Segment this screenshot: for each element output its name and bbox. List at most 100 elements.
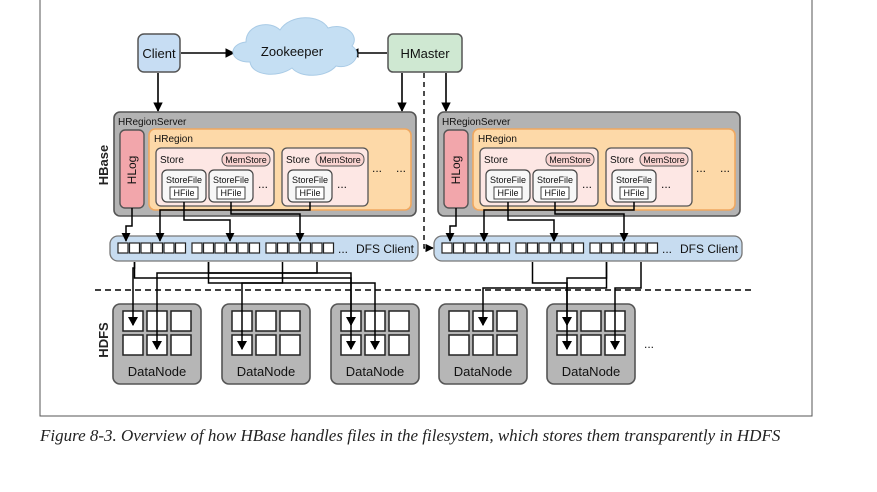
dfs-block [140, 242, 152, 254]
dfs-to-datanode-arrow [133, 262, 356, 350]
dfs-block [498, 242, 511, 254]
storefile-label: StoreFile [213, 175, 249, 185]
datanode-block [388, 334, 410, 356]
hlog-to-dfs-arrow [445, 208, 457, 242]
datanode-block [388, 310, 410, 332]
figure-caption: Figure 8-3. Overview of how HBase handle… [40, 426, 781, 445]
datanode-5: DataNode [546, 303, 636, 385]
datanode-block [580, 310, 602, 332]
dfs-block [163, 242, 175, 254]
dfs-client-2: ...DFS Client [433, 235, 743, 262]
storefile-label: StoreFile [292, 175, 328, 185]
zookeeper-label: Zookeeper [261, 44, 324, 59]
dfs-block [464, 242, 476, 254]
block-written-marker [610, 341, 620, 350]
hdfs-side-label: HDFS [96, 322, 111, 358]
storefile-label: StoreFile [537, 175, 573, 185]
dfs-block [288, 242, 300, 254]
block-written-marker [152, 341, 162, 350]
dfs-client-label: DFS Client [356, 242, 415, 256]
hfile-label: HFile [544, 188, 565, 198]
datanode-label: DataNode [454, 364, 513, 379]
dfs-client-box [433, 235, 743, 262]
hfile-box [295, 186, 325, 200]
datanode-label: DataNode [562, 364, 621, 379]
store-label: Store [610, 155, 634, 166]
dfs-block [475, 242, 488, 254]
block-written-marker [478, 317, 488, 326]
dfs-block [635, 242, 647, 254]
block-written-marker [562, 341, 572, 350]
dfs-block [452, 242, 465, 254]
hfile-label: HFile [220, 188, 241, 198]
hmaster-dfs-dashed-arrow [423, 73, 434, 253]
store-label: Store [160, 155, 184, 166]
datanode-block [448, 334, 470, 356]
dfs-block [526, 242, 539, 254]
datanode-block [496, 310, 518, 332]
dfs-block [538, 242, 550, 254]
dfs-to-datanode-arrow [610, 262, 642, 350]
dfs-block [646, 242, 659, 254]
dfs-block [214, 242, 226, 254]
datanode-block [279, 334, 301, 356]
memstore-label: MemStore [643, 155, 685, 165]
datanode-block [496, 334, 518, 356]
hmaster-label: HMaster [400, 46, 450, 61]
region-more: ... [396, 161, 406, 175]
dfs-block [515, 242, 527, 254]
dfs-block [561, 242, 573, 254]
dfs-block [322, 242, 335, 254]
datanode-label: DataNode [237, 364, 296, 379]
storefile-to-dfs-arrow [155, 202, 311, 242]
hregion-label: HRegion [154, 134, 193, 145]
store-more: ... [696, 161, 706, 175]
dfs-block [623, 242, 636, 254]
dfs-block [117, 242, 129, 254]
dfs-more: ... [338, 242, 348, 256]
figure-border [39, 0, 813, 417]
hlog-to-dfs-arrow [121, 208, 133, 242]
connector-lines [153, 48, 451, 253]
dfs-block [589, 242, 601, 254]
store-label: Store [484, 155, 508, 166]
datanode-block [122, 334, 144, 356]
dfs-block [151, 242, 164, 254]
dfs-block [191, 242, 203, 254]
hfile-box [216, 186, 246, 200]
storefile-more: ... [582, 177, 592, 191]
dfs-block [299, 242, 312, 254]
dfs-block [600, 242, 613, 254]
hfile-label: HFile [623, 188, 644, 198]
storefile-label: StoreFile [166, 175, 202, 185]
dfs-block [174, 242, 187, 254]
storefile-to-dfs-arrow [554, 202, 629, 242]
memstore-label: MemStore [549, 155, 591, 165]
dfs-block [311, 242, 323, 254]
dfs-to-datanode-arrow [531, 262, 572, 350]
zookeeper-cloud [232, 17, 358, 76]
storefile-to-dfs-arrow [507, 202, 559, 242]
storefile-label: StoreFile [490, 175, 526, 185]
hlog-label: HLog [125, 156, 139, 185]
hfile-label: HFile [497, 188, 518, 198]
dfs-block [572, 242, 585, 254]
dfs-client-label: DFS Client [680, 242, 739, 256]
hdfs-datanodes: DataNode DataNode DataNode DataNode DataNode… [112, 303, 654, 385]
datanode-label: DataNode [346, 364, 405, 379]
dfs-block [225, 242, 238, 254]
storefile-more: ... [258, 177, 268, 191]
datanode-label: DataNode [128, 364, 187, 379]
hfile-label: HFile [299, 188, 320, 198]
datanode-block [170, 310, 192, 332]
memstore-box [221, 152, 271, 167]
hfile-box [540, 186, 570, 200]
dfs-clients: ...DFS Client...DFS Client [109, 235, 743, 262]
